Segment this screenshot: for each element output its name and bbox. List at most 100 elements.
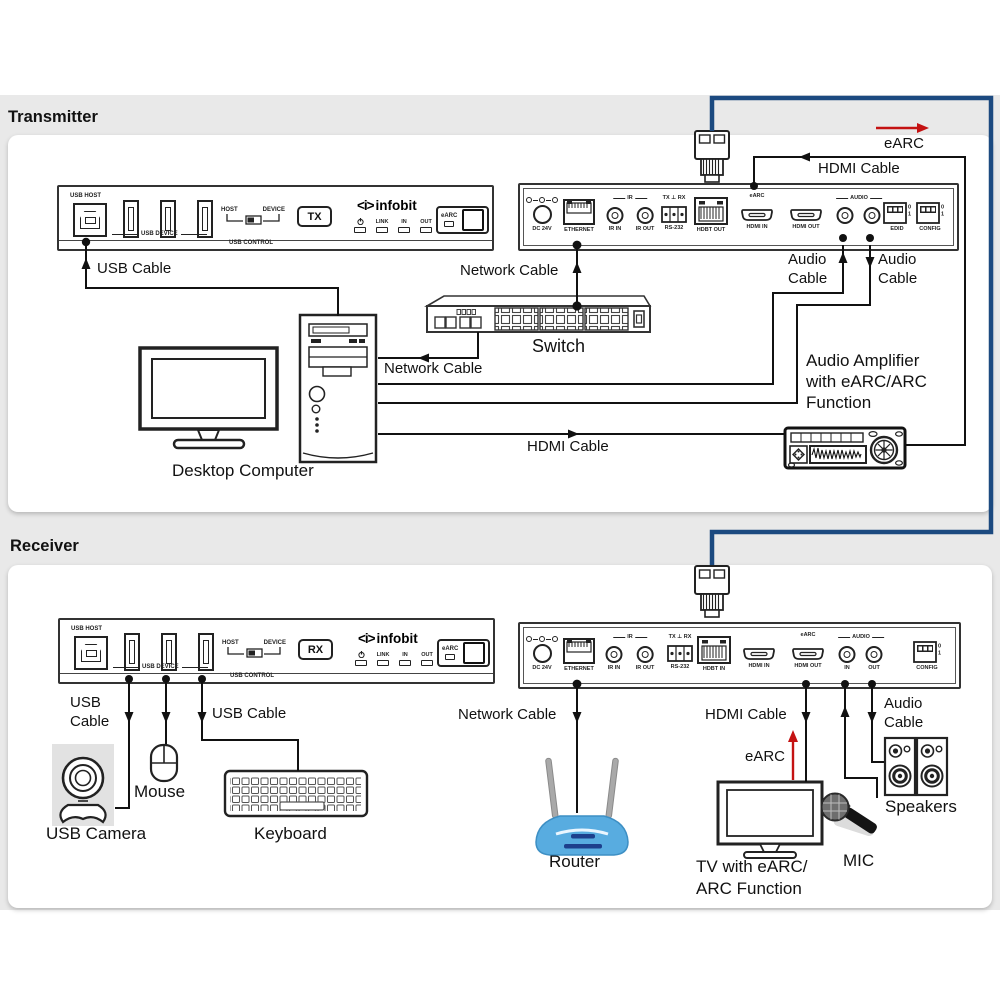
mouse-label: Mouse — [134, 782, 186, 801]
hdmi-cable-label: HDMI Cable — [527, 438, 609, 455]
rs232-port: RS-232 — [661, 206, 687, 231]
ir-in-port: IR IN — [605, 646, 623, 671]
host-device-slider-icon — [226, 214, 280, 225]
link-led: LINK — [371, 219, 393, 233]
infobit-logo: <i>infobit — [357, 198, 417, 213]
out-led: OUT — [415, 219, 437, 233]
ir-out-port: IR OUT — [636, 646, 654, 671]
out-led: OUT — [416, 652, 438, 666]
hdmi-icon — [741, 209, 773, 221]
power-led — [349, 218, 371, 233]
usb-camera-label: USB Camera — [46, 824, 147, 843]
audio-jack-1 — [836, 207, 854, 224]
earc-port-label: eARC — [749, 193, 765, 199]
hdmi-in-port: HDMI IN — [743, 648, 775, 669]
switch-label: Switch — [532, 336, 586, 356]
power-icon — [356, 218, 364, 225]
ir-group-label: IR — [613, 634, 647, 640]
terminal-block-icon — [661, 206, 687, 223]
rx-rear-panel: DC 24V ETHERNET IR IR IN IR OUT TX ⊥ RX … — [518, 622, 961, 689]
rj45-icon — [697, 636, 731, 664]
tx-rear-panel: DC 24V ETHERNET IR IR IN IR OUT TX ⊥ RX … — [518, 183, 959, 251]
usb-a-port-icon — [124, 633, 140, 671]
earc-button[interactable] — [462, 209, 484, 231]
svg-text:0: 0 — [908, 205, 911, 211]
ethernet-port: ETHERNET — [563, 638, 595, 672]
desktop-tower — [298, 313, 378, 464]
usb-a-port-icon — [123, 200, 139, 238]
usb-b-port-icon — [74, 636, 108, 670]
usb-a-port-icon — [198, 633, 214, 671]
microphone — [820, 792, 877, 837]
network-switch — [424, 295, 652, 333]
audio-cable-label: Audio Cable — [788, 251, 828, 287]
audio-cable-label: Audio Cable — [878, 251, 918, 287]
tv-label: TV with eARC/ ARC Function — [696, 857, 808, 898]
usb-a-port-icon — [197, 200, 213, 238]
hdbt-in-port: HDBT IN — [697, 636, 731, 672]
ir-out-port: IR OUT — [636, 207, 654, 232]
earc-button-group: eARC — [437, 639, 490, 667]
network-cable-label: Network Cable — [384, 360, 483, 377]
usb-b-port-icon — [73, 203, 107, 237]
network-cable-label: Network Cable — [460, 262, 559, 279]
hdmi-icon — [792, 648, 824, 660]
host-device-slider-icon — [227, 647, 281, 658]
speakers — [883, 736, 949, 797]
cat-plug-rx — [694, 565, 730, 618]
usb-control-label: USB CONTROL — [230, 673, 274, 679]
hdmi-icon — [790, 209, 822, 221]
earc-button[interactable] — [463, 642, 485, 664]
svg-text:0: 0 — [938, 644, 941, 650]
dc-power-port: DC 24V — [526, 636, 558, 671]
power-icon — [357, 651, 365, 658]
ir-group-label: IR — [613, 195, 647, 201]
cat-plug-tx — [694, 130, 730, 183]
mic-label: MIC — [843, 851, 875, 870]
dip-switch-icon: 01 — [916, 202, 944, 224]
audio-amplifier-label: Audio Amplifier with eARC/ARC Function — [806, 351, 927, 412]
earc-button-group: eARC — [436, 206, 489, 234]
usb-host-label: USB HOST — [70, 193, 102, 199]
speakers-label: Speakers — [885, 797, 957, 816]
network-cable-label: Network Cable — [458, 706, 557, 723]
panel-divider — [60, 673, 493, 674]
panel-frame — [523, 627, 956, 684]
transmitter-section-title: Transmitter — [8, 108, 98, 126]
earc-label: eARC — [745, 748, 786, 765]
audio-out-port: OUT — [865, 646, 883, 671]
mouse — [149, 743, 179, 783]
hdmi-cable-label: HDMI Cable — [818, 160, 900, 177]
ethernet-port: ETHERNET — [563, 199, 595, 233]
audio-group-label: AUDIO — [836, 195, 882, 201]
svg-text:1: 1 — [938, 651, 941, 657]
audio-amplifier — [783, 426, 907, 470]
power-led — [350, 651, 372, 666]
usb-control-label: USB CONTROL — [229, 240, 273, 246]
earc-label: eARC — [884, 135, 925, 152]
terminal-block-icon — [667, 645, 693, 662]
hdmi-out-port: HDMI OUT — [792, 648, 824, 669]
rs232-direction-label: TX ⊥ RX — [668, 634, 692, 640]
usb-a-port-icon — [161, 633, 177, 671]
in-led: IN — [393, 219, 415, 233]
in-led: IN — [394, 652, 416, 666]
tv — [716, 780, 824, 859]
infobit-logo: <i>infobit — [358, 631, 418, 646]
rx-badge: RX — [298, 639, 333, 660]
svg-text:1: 1 — [908, 212, 911, 218]
rj45-icon — [694, 197, 728, 225]
panel-divider — [59, 240, 492, 241]
rj45-icon — [563, 199, 595, 225]
receiver-section-title: Receiver — [10, 537, 79, 555]
audio-jack-2 — [863, 207, 881, 224]
svg-text:1: 1 — [941, 212, 944, 218]
